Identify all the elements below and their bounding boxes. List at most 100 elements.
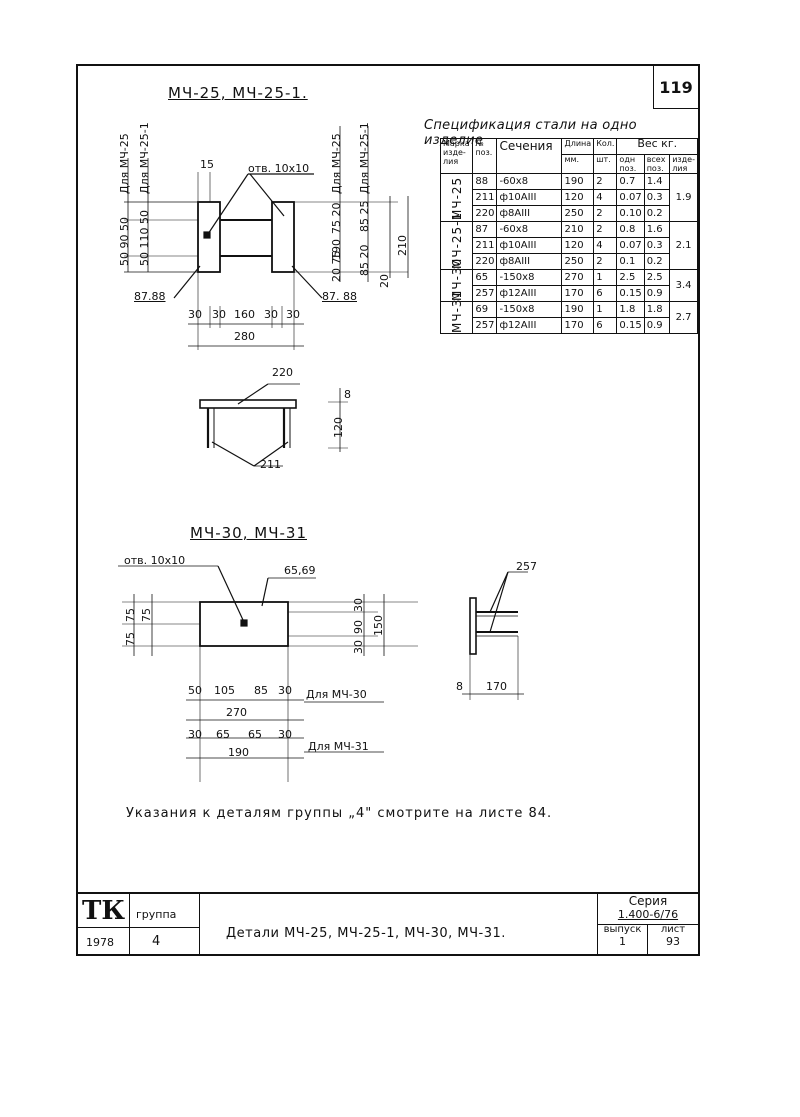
right-dim-30a: 30 xyxy=(352,598,365,612)
series-box: Серия 1.400-6/76 xyxy=(598,894,698,925)
drawing-sheet: 119 МЧ-25, МЧ-25-1. МЧ-30, МЧ-31 xyxy=(76,64,700,956)
issue-box: выпуск 1 xyxy=(598,924,648,954)
group-label: группа xyxy=(130,894,200,928)
spec-cell-length: 270 xyxy=(561,269,595,286)
spec-cell-pos: 69 xyxy=(472,301,498,318)
spec-cell-pos: 220 xyxy=(472,205,498,222)
technical-drawing xyxy=(118,126,528,782)
spec-cell-length: 250 xyxy=(561,205,595,222)
spec-cell-length: 250 xyxy=(561,253,595,270)
spec-header-row: Марка изде-лия № поз. Сечения Длина Кол.… xyxy=(439,138,698,174)
left-dim-75c: 75 xyxy=(124,632,137,646)
spec-cell-pos: 211 xyxy=(472,189,498,206)
spec-cell-w1: 0.15 xyxy=(616,285,645,302)
spec-cell-w1: 2.5 xyxy=(616,269,645,286)
spec-cell-section: ф8АIII xyxy=(496,253,563,270)
spec-cell-section: ф8АIII xyxy=(496,205,563,222)
spec-cell-pos: 65 xyxy=(472,269,498,286)
row2-dim-4: 30 xyxy=(278,728,292,741)
row1-total: 270 xyxy=(226,706,247,719)
spec-cell-w2: 1.4 xyxy=(643,173,671,190)
side-220: 220 xyxy=(272,366,293,379)
spec-cell-pos: 257 xyxy=(472,285,498,302)
spec-cell-qty: 6 xyxy=(593,317,618,334)
height-150: 150 xyxy=(372,615,385,636)
spec-cell-section: -150х8 xyxy=(496,301,563,318)
spec-cell-w1: 0.07 xyxy=(616,189,645,206)
spec-cell-length: 170 xyxy=(561,317,595,334)
spec-cell-length: 120 xyxy=(561,189,595,206)
sheet-label: лист xyxy=(660,924,686,935)
row1-dim-2: 105 xyxy=(214,684,235,697)
side-8: 8 xyxy=(344,388,351,401)
hole-label-1: отв. 10х10 xyxy=(248,162,310,175)
issue-value: 1 xyxy=(619,935,626,948)
left-dim-75a: 75 xyxy=(124,608,137,622)
bottom-dim-1: 30 xyxy=(188,308,202,321)
right-dims-e: 85 25 xyxy=(358,200,371,233)
note-text: Указания к деталям группы „4" смотрите н… xyxy=(126,806,553,821)
spec-cell-w2: 0.9 xyxy=(643,285,671,302)
issue-label: выпуск xyxy=(603,924,642,935)
spec-cell-qty: 4 xyxy=(593,189,618,206)
sheet-number: 119 xyxy=(653,66,698,109)
side2-8: 8 xyxy=(456,680,463,693)
row1-dim-3: 85 xyxy=(254,684,268,697)
th-qty: Кол. xyxy=(593,138,618,155)
spec-cell-w2: 0.3 xyxy=(643,237,671,254)
side2-170: 170 xyxy=(486,680,507,693)
spec-cell-qty: 2 xyxy=(593,253,618,270)
sheet-value: 93 xyxy=(666,935,680,948)
th-w-one: одн поз. xyxy=(616,154,645,174)
spec-cell-section: -150х8 xyxy=(496,269,563,286)
row1-dim-4: 30 xyxy=(278,684,292,697)
right-dims-f: 210 xyxy=(396,235,409,256)
spec-cell-w2: 0.2 xyxy=(643,205,671,222)
dim-8788-left: 87.88 xyxy=(134,290,166,303)
spec-cell-w2: 2.5 xyxy=(643,269,671,286)
row2-dim-1: 30 xyxy=(188,728,202,741)
label-for-mch25-right: Для МЧ-25 xyxy=(330,133,343,194)
spec-cell-w1: 1.8 xyxy=(616,301,645,318)
spec-cell-pos: 257 xyxy=(472,317,498,334)
spec-cell-qty: 1 xyxy=(593,269,618,286)
bottom-dim-2: 30 xyxy=(212,308,226,321)
spec-cell-pos: 220 xyxy=(472,253,498,270)
spec-cell-length: 190 xyxy=(561,301,595,318)
th-length: Длина xyxy=(561,138,595,155)
spec-cell-section: ф12АIII xyxy=(496,285,563,302)
label-for-mch25-left: Для МЧ-25 xyxy=(118,133,131,194)
dim-8788-right: 87. 88 xyxy=(322,290,357,303)
th-w-all: всех поз. xyxy=(643,154,671,174)
spec-cell-pos: 88 xyxy=(472,173,498,190)
spec-cell-section: ф10АIII xyxy=(496,189,563,206)
year: 1978 xyxy=(78,928,130,954)
drawing-title: Детали МЧ-25, МЧ-25-1, МЧ-30, МЧ-31. xyxy=(200,894,598,954)
series-label: Серия xyxy=(628,894,668,908)
right-dims-a: 75 20 xyxy=(330,202,343,235)
spec-cell-w2: 0.9 xyxy=(643,317,671,334)
spec-cell-w2: 0.3 xyxy=(643,189,671,206)
left-dims-a: 50 90 50 xyxy=(118,217,131,266)
group-value: 4 xyxy=(130,928,200,954)
spec-cell-qty: 1 xyxy=(593,301,618,318)
spec-cell-w1: 0.07 xyxy=(616,237,645,254)
spec-cell-section: ф10АIII xyxy=(496,237,563,254)
label-for-mch25-1-left: Для МЧ-25-1 xyxy=(138,122,151,194)
org-mark: ТК xyxy=(78,894,130,928)
spec-cell-w1: 0.8 xyxy=(616,221,645,238)
left-dims-b: 50 110 50 xyxy=(138,210,151,266)
spec-total: 3.4 xyxy=(669,269,698,302)
th-weight: Вес кг. xyxy=(616,138,698,155)
spec-cell-w2: 1.6 xyxy=(643,221,671,238)
spec-cell-section: -60х8 xyxy=(496,221,563,238)
row2-total: 190 xyxy=(228,746,249,759)
